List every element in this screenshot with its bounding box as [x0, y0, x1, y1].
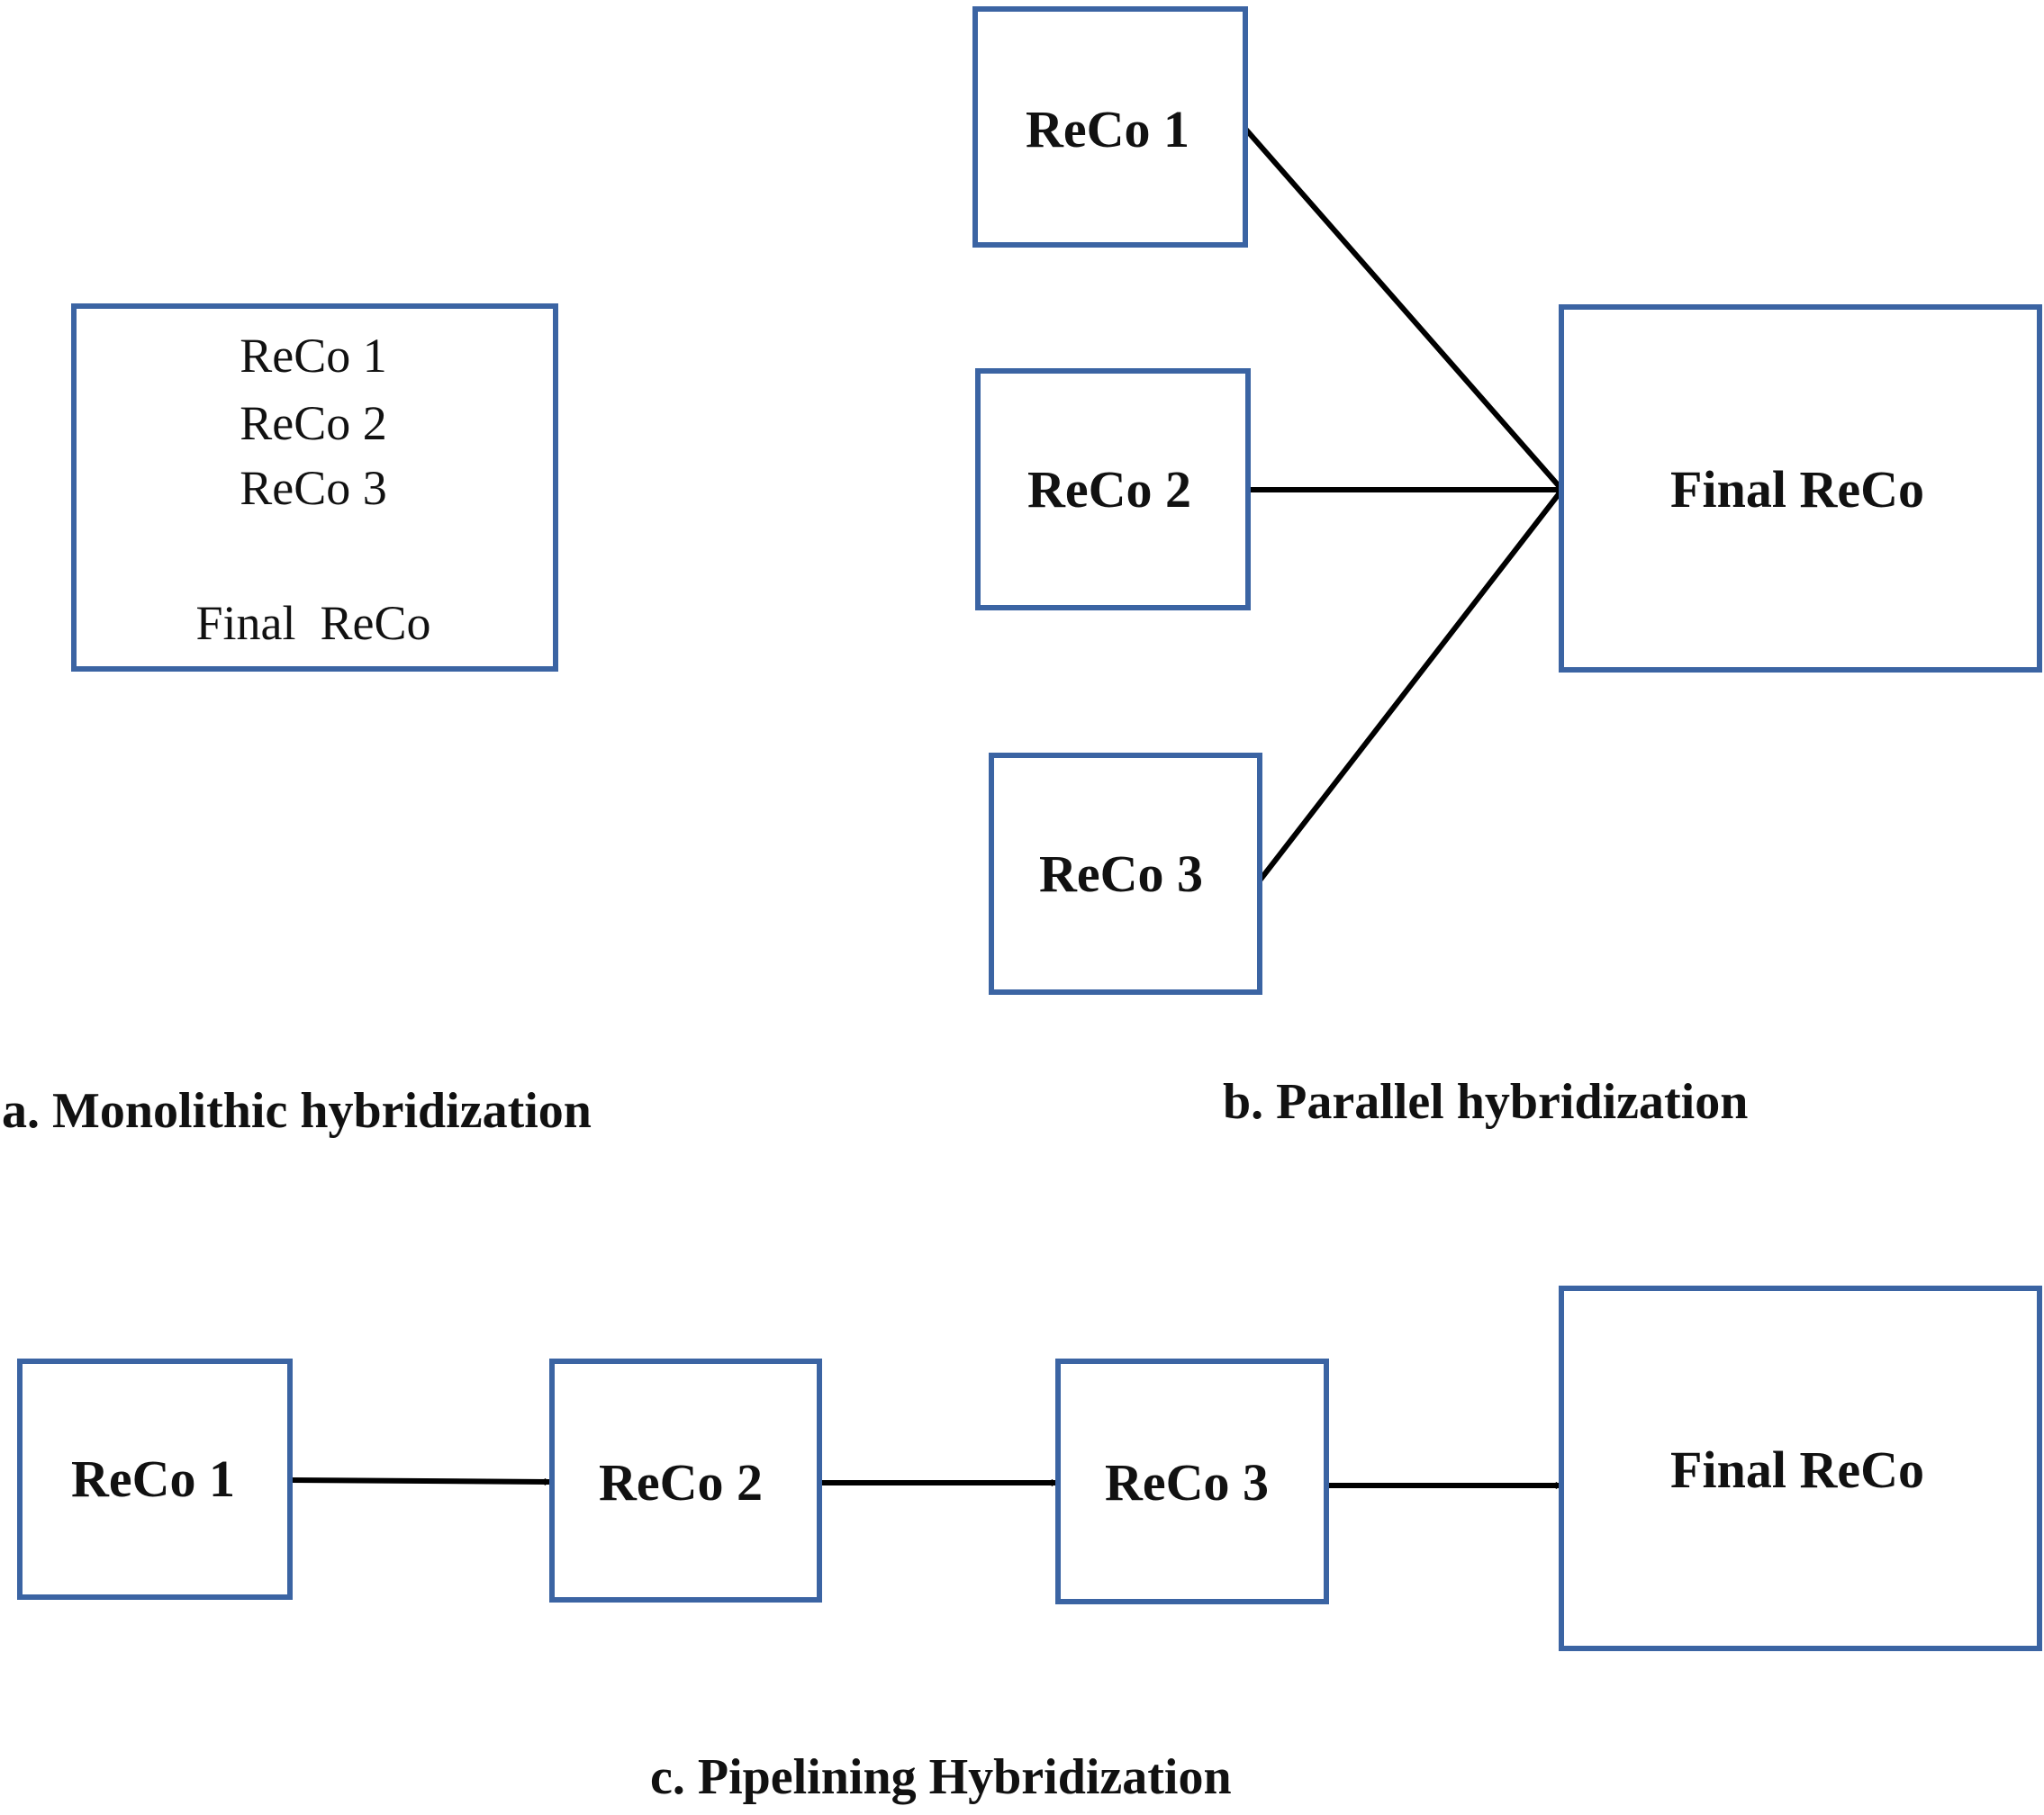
- parallel-label-reco-3: ReCo 3: [1039, 844, 1203, 903]
- pipeline-label-reco-2: ReCo 2: [599, 1453, 763, 1512]
- pipeline-box-final-reco: [1559, 1286, 2042, 1651]
- parallel-box-final-reco: [1559, 304, 2042, 673]
- monolithic-line-reco-2: ReCo 2: [240, 396, 387, 450]
- parallel-box-reco-2: [975, 368, 1251, 610]
- parallel-arrow-1: [1243, 127, 1564, 491]
- parallel-arrow-3: [1257, 489, 1564, 882]
- parallel-label-reco-1: ReCo 1: [1026, 100, 1189, 158]
- pipeline-box-reco-3: [1055, 1359, 1329, 1604]
- monolithic-line-reco-1: ReCo 1: [240, 329, 387, 383]
- pipeline-box-reco-1: [17, 1359, 293, 1600]
- pipelining-caption: c. Pipelining Hybridization: [650, 1749, 1232, 1805]
- monolithic-line-reco-3: ReCo 3: [240, 461, 387, 515]
- parallel-label-reco-2: ReCo 2: [1027, 460, 1191, 519]
- parallel-caption: b. Parallel hybridization: [1223, 1074, 1748, 1130]
- monolithic-line-final-reco: Final ReCo: [195, 596, 430, 650]
- pipeline-label-reco-1: ReCo 1: [71, 1449, 235, 1508]
- monolithic-box: [71, 303, 558, 672]
- monolithic-caption: a. Monolithic hybridization: [2, 1083, 592, 1139]
- pipelining-panel: ReCo 1 ReCo 2 ReCo 3 Final ReCo c. Pipel…: [17, 1286, 2042, 1805]
- parallel-panel: ReCo 1 ReCo 2 ReCo 3 Final ReCo b. Paral…: [972, 6, 2042, 1130]
- monolithic-panel: ReCo 1 ReCo 2 ReCo 3 Final ReCo a. Monol…: [2, 303, 592, 1139]
- parallel-label-final-reco: Final ReCo: [1670, 460, 1924, 519]
- pipeline-box-reco-2: [549, 1359, 822, 1603]
- pipeline-arrow-1: [289, 1477, 549, 1482]
- pipeline-label-final-reco: Final ReCo: [1670, 1440, 1924, 1499]
- parallel-box-reco-1: [972, 6, 1248, 248]
- pipeline-label-reco-3: ReCo 3: [1105, 1453, 1269, 1512]
- parallel-box-reco-3: [989, 753, 1262, 995]
